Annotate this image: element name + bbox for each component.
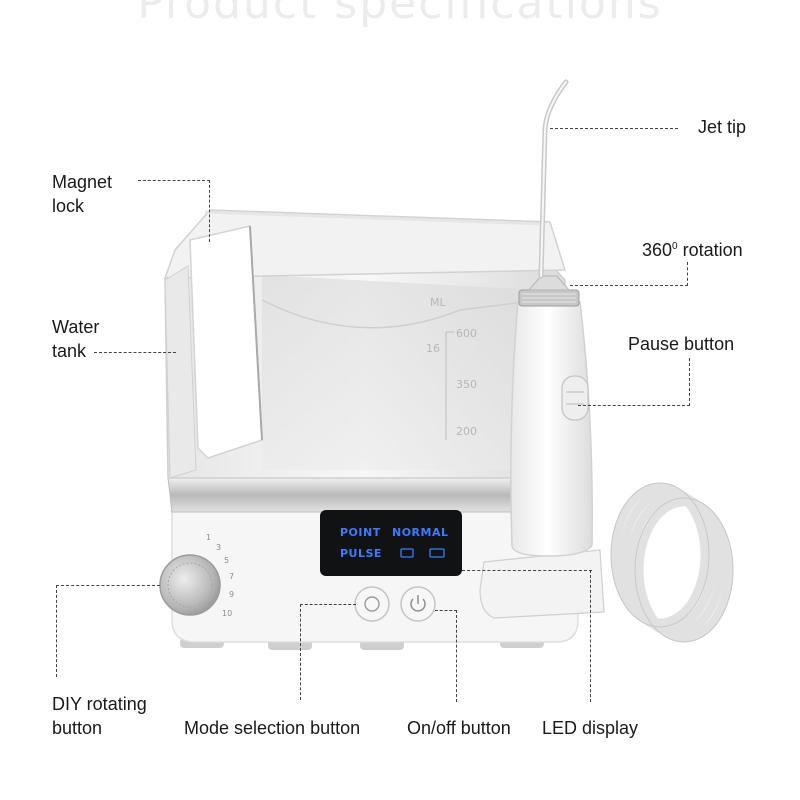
dial-scale: 1 3 5 7 9 10 bbox=[206, 533, 234, 618]
led-text-normal: NORMAL bbox=[392, 526, 449, 539]
leader-mode-v bbox=[300, 604, 301, 700]
tank-markings: ML 16 600 350 200 bbox=[426, 296, 477, 440]
label-rotation: 3600 rotation bbox=[642, 235, 743, 262]
label-jet-tip: Jet tip bbox=[698, 117, 747, 137]
label-diy-line1: DIY rotating bbox=[52, 694, 147, 714]
label-onoff-button: On/off button bbox=[407, 718, 511, 738]
label-magnet-lock-line1: Magnet bbox=[52, 172, 113, 192]
tank-mark-oz: 16 bbox=[426, 342, 440, 355]
coiled-hose bbox=[610, 482, 734, 643]
dial-mark-5: 5 bbox=[224, 556, 229, 565]
led-display-screen bbox=[320, 510, 462, 576]
dial-mark-9: 9 bbox=[229, 590, 234, 599]
tank-mark-600: 600 bbox=[456, 327, 477, 340]
leader-rotation-h bbox=[570, 285, 688, 286]
led-text-point: POINT bbox=[340, 526, 381, 539]
power-icon bbox=[410, 598, 426, 612]
leader-onoff-h bbox=[435, 610, 457, 611]
leader-pause-h bbox=[578, 405, 690, 406]
leader-onoff-v bbox=[456, 610, 457, 702]
leader-led-v bbox=[590, 570, 591, 702]
led-text-pulse: PULSE bbox=[340, 547, 382, 560]
label-led-display: LED display bbox=[542, 718, 639, 738]
label-pause-button: Pause button bbox=[628, 334, 735, 354]
dial-mark-7: 7 bbox=[229, 572, 234, 581]
handle-dock bbox=[479, 549, 605, 619]
pause-button-knob bbox=[561, 375, 589, 421]
leader-pause-v bbox=[689, 358, 690, 406]
label-magnet-lock: Magnet lock bbox=[52, 170, 112, 218]
diy-rotating-knob bbox=[159, 554, 221, 616]
leader-diy-h bbox=[56, 585, 160, 586]
led-water-icon bbox=[400, 548, 414, 558]
tank-mark-350: 350 bbox=[456, 378, 477, 391]
label-mode-selection-button: Mode selection button bbox=[184, 718, 361, 738]
label-rotation-word: rotation bbox=[682, 240, 743, 260]
leader-rotation-v bbox=[687, 262, 688, 286]
leader-diy-v bbox=[56, 585, 57, 677]
mode-selection-button bbox=[354, 586, 390, 622]
label-water-tank-line1: Water bbox=[52, 317, 100, 337]
dial-mark-1: 1 bbox=[206, 533, 211, 542]
faded-heading: Product specifications bbox=[137, 0, 663, 29]
label-rotation-value: 360 bbox=[642, 240, 673, 260]
label-magnet-lock-line2: lock bbox=[52, 196, 85, 216]
leader-magnet-lock-h bbox=[138, 180, 210, 181]
magnet-lock-panel bbox=[189, 225, 263, 459]
tank-lid bbox=[163, 209, 567, 279]
label-diy-rotating-button: DIY rotating button bbox=[52, 692, 147, 740]
label-water-tank: Water tank bbox=[52, 315, 99, 363]
leader-water-tank bbox=[94, 352, 176, 353]
label-water-tank-line2: tank bbox=[52, 341, 87, 361]
leader-led-h bbox=[462, 570, 592, 571]
dial-mark-3: 3 bbox=[216, 543, 221, 552]
tank-mark-ml: ML bbox=[430, 296, 446, 309]
led-battery-icon bbox=[429, 548, 445, 558]
leader-jet-tip bbox=[550, 128, 678, 129]
leader-magnet-lock-v bbox=[209, 180, 210, 242]
label-diy-line2: button bbox=[52, 718, 103, 738]
tank-water bbox=[262, 275, 540, 470]
dial-mark-10: 10 bbox=[222, 609, 232, 618]
label-rotation-degree: 0 bbox=[672, 241, 678, 252]
tank-mark-200: 200 bbox=[456, 425, 477, 438]
leader-mode-h bbox=[300, 604, 356, 605]
flosser-handle bbox=[510, 301, 593, 557]
